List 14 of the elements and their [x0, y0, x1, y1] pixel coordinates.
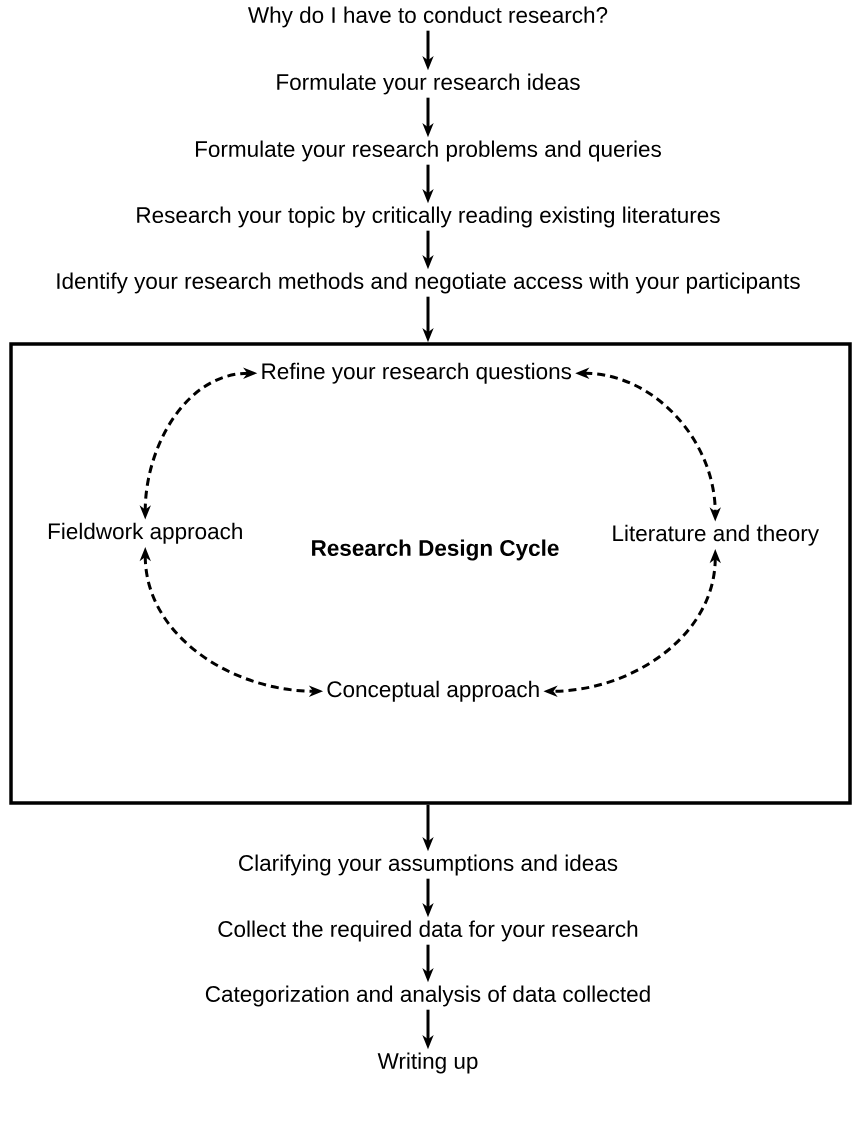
step-text: Formulate your research ideas	[277, 73, 580, 95]
step-text: Literature and theory	[613, 524, 819, 546]
step-text: Conceptual approach	[327, 680, 539, 702]
frame-title: Research Design Cycle	[312, 539, 559, 561]
step-text: Collect the required data for your research	[218, 920, 638, 942]
step-text: Clarifying your assumptions and ideas	[239, 854, 618, 876]
step-text: Why do I have to conduct research?	[248, 6, 608, 28]
step-text: Writing up	[377, 1052, 478, 1074]
step-text: Formulate your research problems and queries	[196, 140, 661, 162]
step-text: Fieldwork approach	[48, 522, 242, 544]
step-text: Refine your research questions	[262, 362, 572, 384]
step-text: Identify your research methods and negotiate access with your participants	[57, 272, 800, 294]
step-text: Categorization and analysis of data collected	[205, 985, 650, 1007]
step-text: Research your topic by critically reading existing literatures	[137, 206, 720, 228]
